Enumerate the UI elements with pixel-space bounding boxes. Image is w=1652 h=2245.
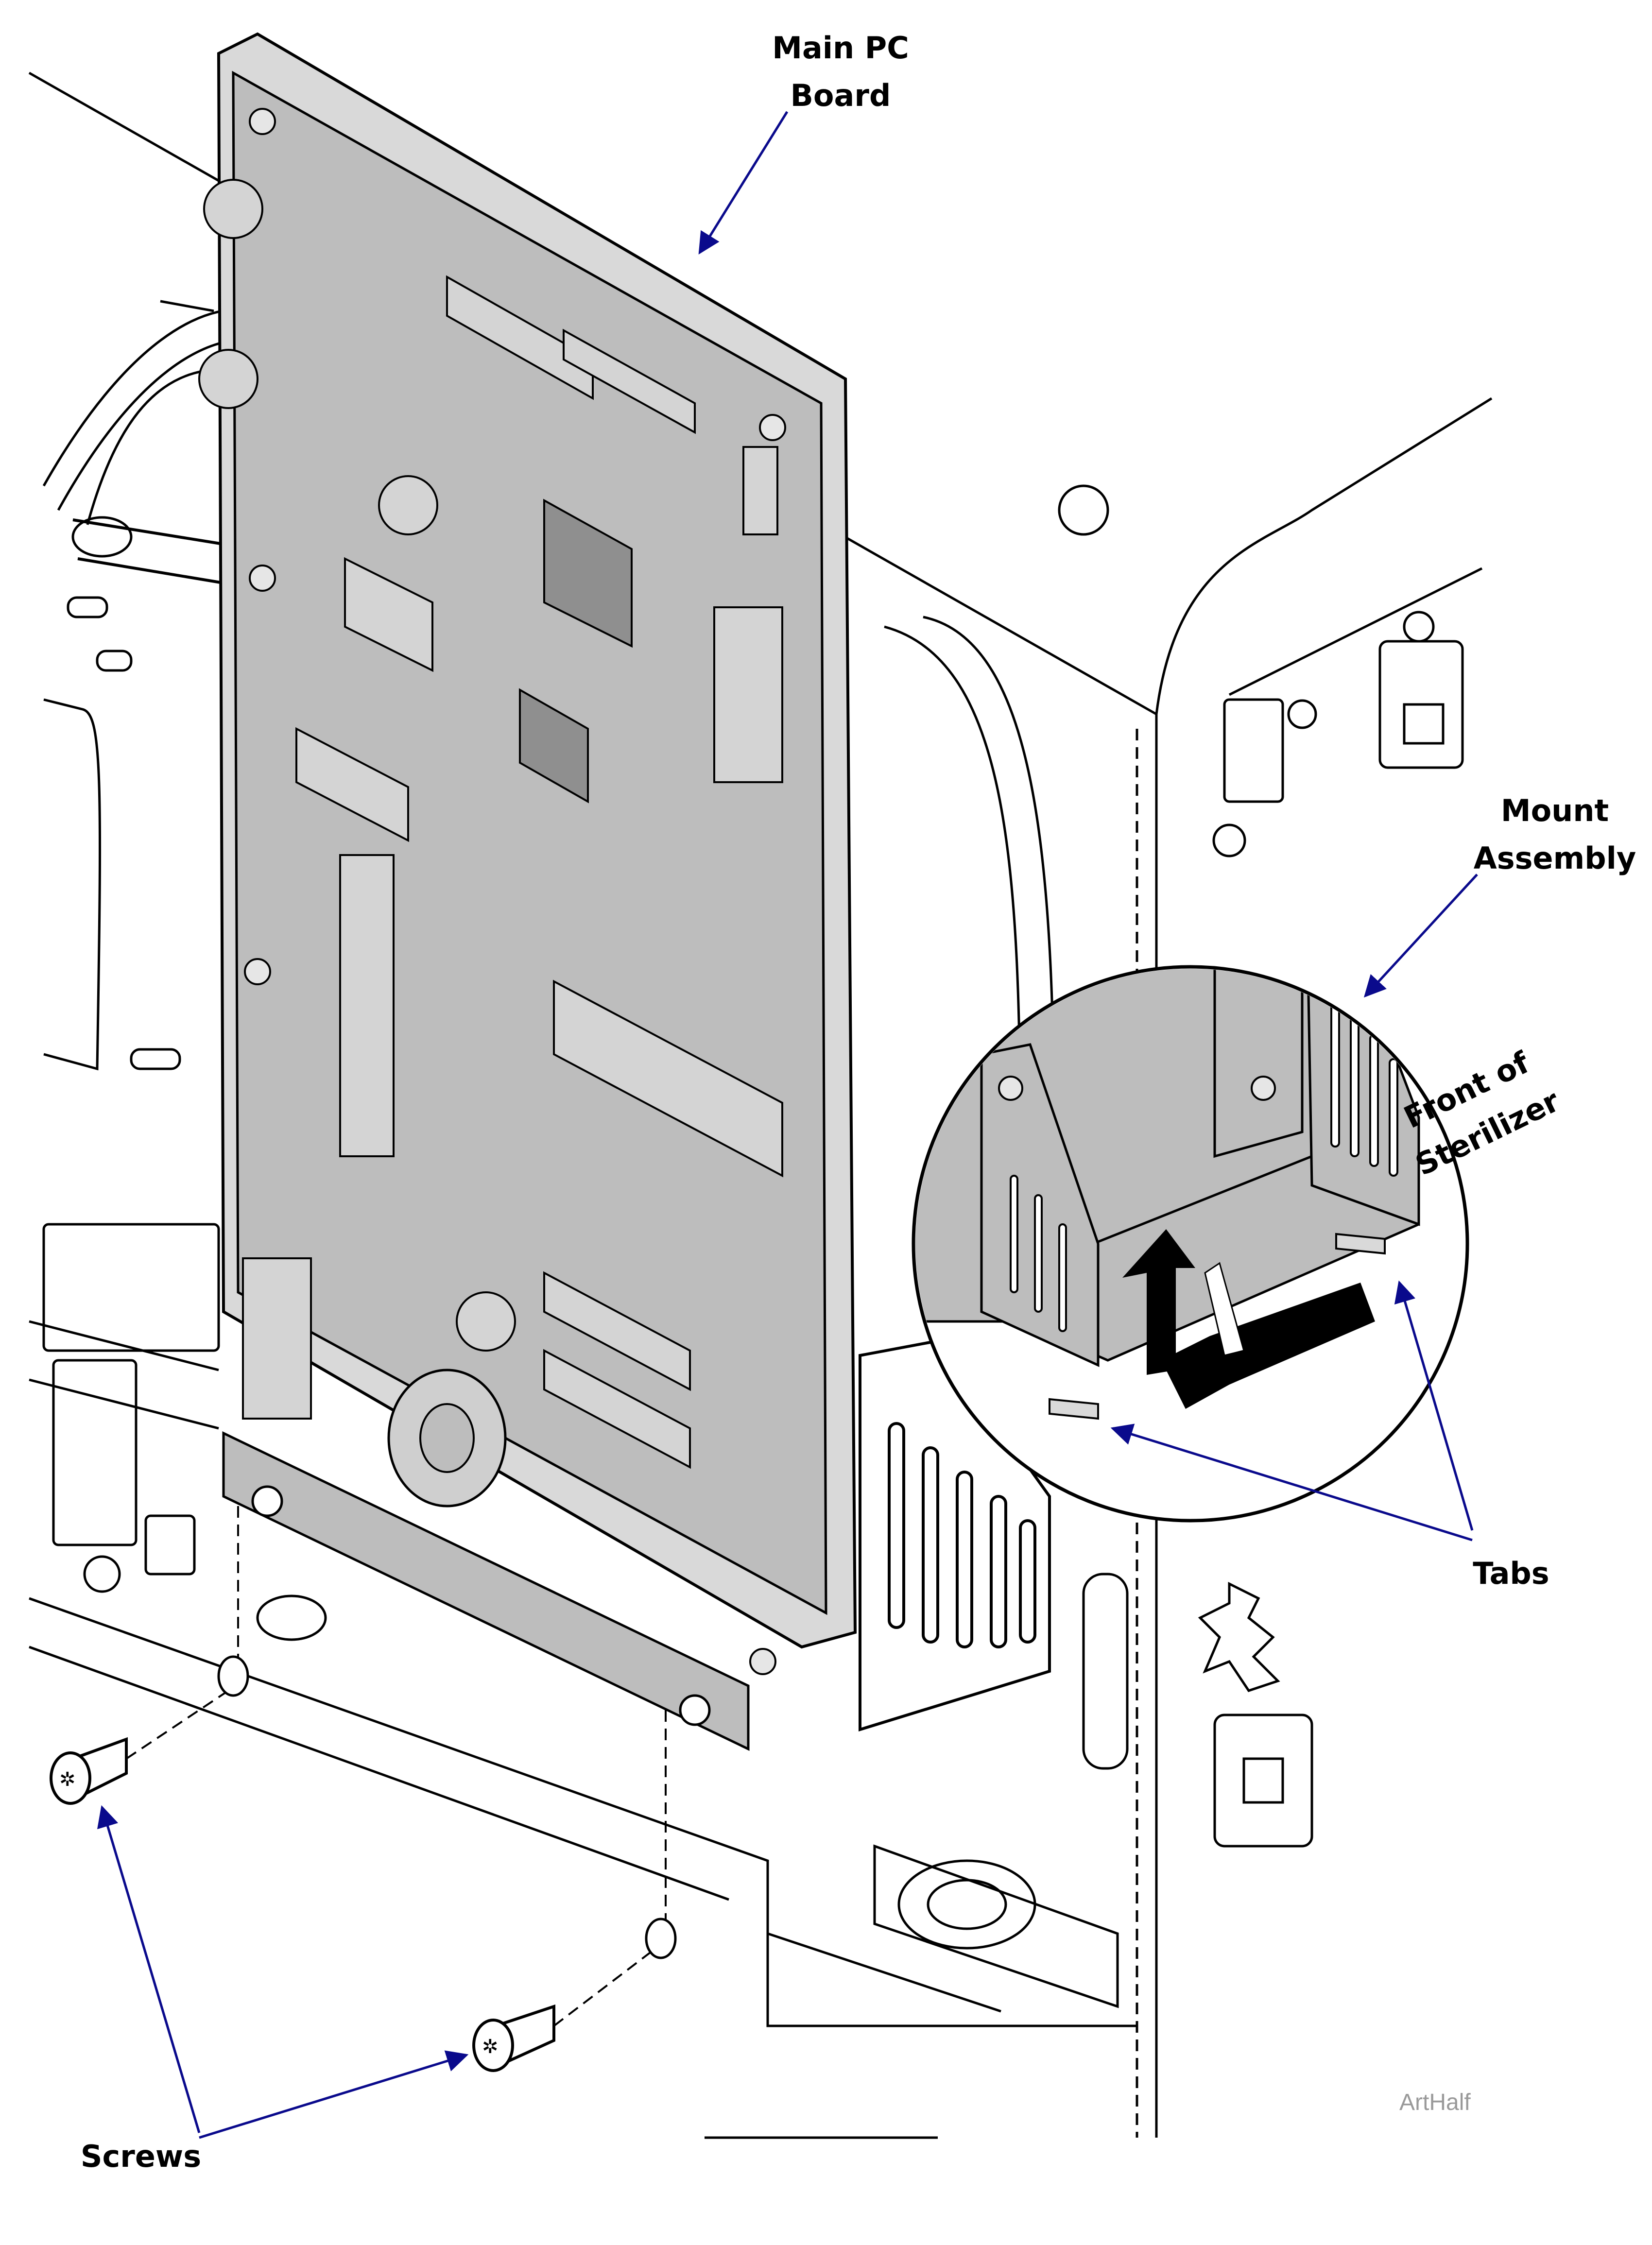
leader-screw-left (97, 1805, 201, 2133)
label-main-pc-board-line1: Main PC (772, 30, 909, 66)
svg-text:✲: ✲ (482, 2036, 499, 2058)
label-mount-assembly-line1: Mount (1500, 793, 1609, 828)
screws-group: ✲ ✲ (50, 1506, 677, 2072)
label-main-pc-board-line2: Board (790, 78, 891, 113)
leader-lines (97, 111, 1478, 2139)
label-screws: Screws (68, 2133, 214, 2180)
label-mount-assembly-line2: Assembly (1473, 840, 1636, 876)
leader-tab-right (1394, 1280, 1474, 1531)
leader-mount-assembly (1363, 874, 1478, 998)
leader-screw-right (199, 2050, 469, 2139)
detail-callout (912, 965, 1469, 1523)
label-screws-text: Screws (80, 2139, 202, 2174)
screw-icon: ✲ (472, 2004, 555, 2072)
arrow-icon (1122, 1229, 1375, 1409)
leader-tab-left (1110, 1423, 1473, 1542)
svg-text:✲: ✲ (59, 1768, 76, 1791)
leader-main-pc-board (698, 111, 789, 255)
tab-icon (1049, 1233, 1386, 1420)
label-main-pc-board: Main PC Board (743, 24, 938, 120)
label-tabs-text: Tabs (1473, 1556, 1549, 1591)
label-mount-assembly: Mount Assembly (1458, 787, 1652, 882)
screw-icon: ✲ (50, 1737, 128, 1805)
main-pc-board (198, 32, 857, 1751)
art-reference: ArtHalf (1399, 2090, 1471, 2115)
label-tabs: Tabs (1448, 1550, 1574, 1597)
